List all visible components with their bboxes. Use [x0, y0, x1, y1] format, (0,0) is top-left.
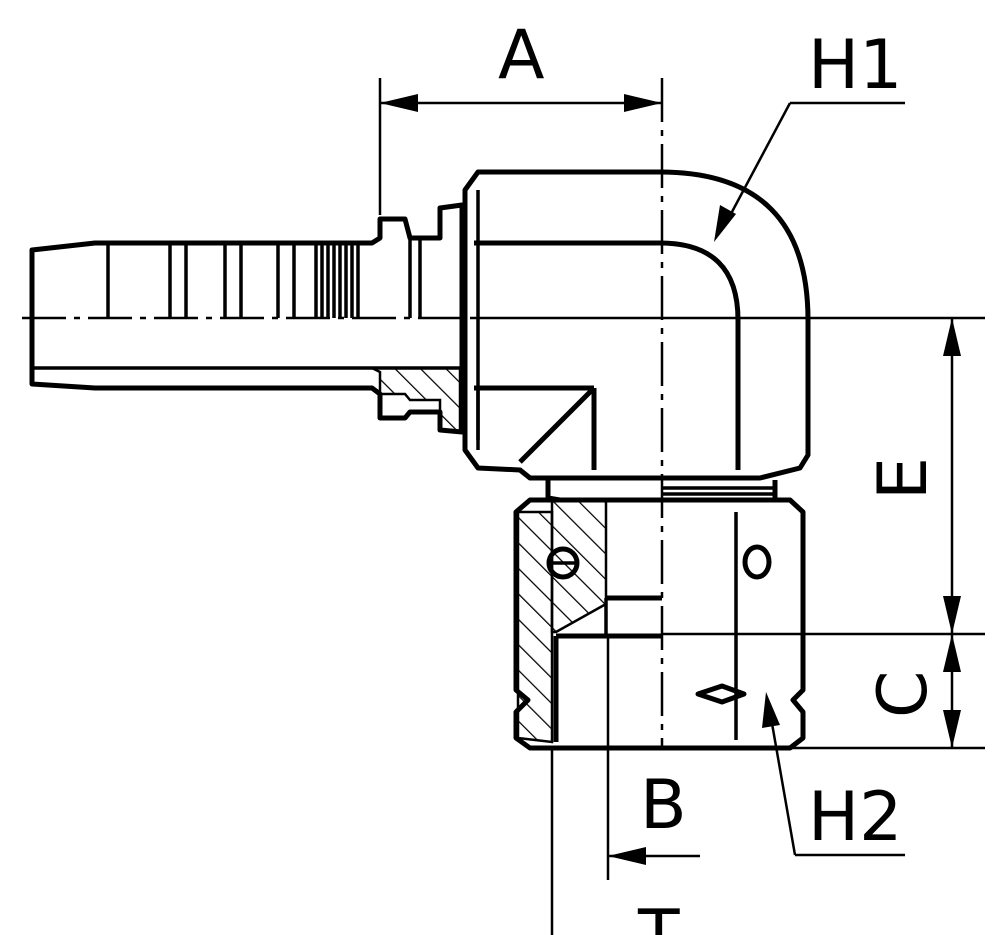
label-t: T [637, 896, 680, 935]
barb-grooves [106, 245, 296, 318]
centerlines [22, 78, 985, 748]
label-h1: H1 [808, 26, 902, 105]
thread-band [314, 245, 360, 318]
dimension-a: A [378, 16, 662, 215]
hose-tail [29, 202, 465, 435]
label-b: B [640, 766, 687, 845]
dimension-b: B [606, 636, 700, 880]
label-e: E [864, 457, 943, 500]
h2-callout: H2 [762, 692, 905, 857]
label-h2: H2 [808, 778, 902, 857]
dimension-e: E [864, 318, 961, 634]
elbow-body [462, 169, 811, 481]
dimension-c: C [662, 632, 985, 750]
swivel-nut [513, 478, 806, 751]
label-a: A [498, 16, 545, 95]
label-c: C [864, 671, 943, 718]
h1-callout: H1 [714, 26, 905, 242]
dimension-t: T [550, 750, 680, 935]
